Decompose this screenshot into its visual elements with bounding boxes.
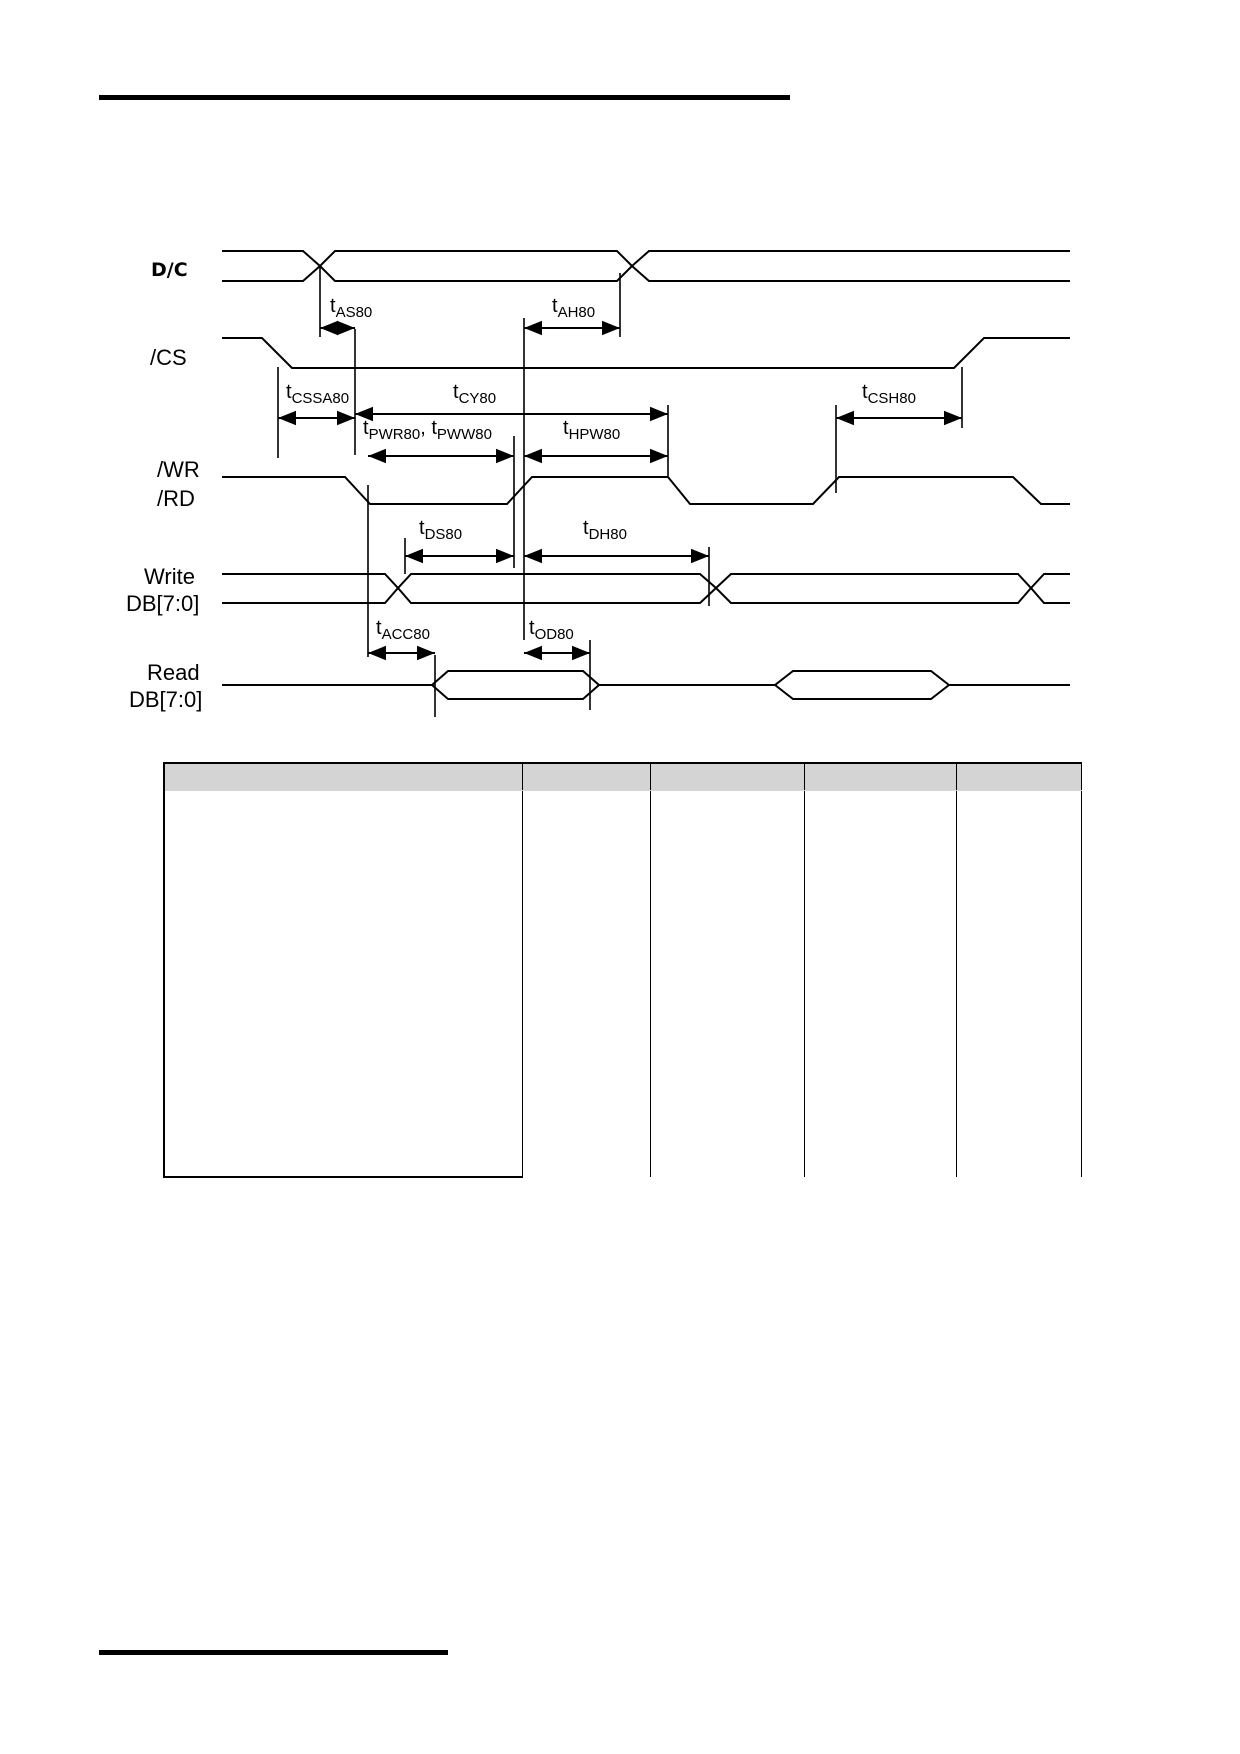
table-cell	[803, 1090, 957, 1147]
dc-waveform-top	[222, 250, 1070, 268]
table-cell	[649, 954, 805, 1091]
table-cell	[955, 954, 1082, 1091]
table-row	[163, 790, 1082, 955]
table-header-cell	[955, 762, 1082, 792]
timing-diagram: D/C /CS /WR /RD Write DB[7:0] Read DB[7:…	[126, 250, 1070, 717]
signal-label-wr: /WR	[157, 457, 200, 482]
timing-label-tdh80: tDH80	[583, 517, 627, 543]
write-db-waveform-bottom	[222, 586, 1070, 604]
timing-label-tpwr80-tpww80: tPWR80, tPWW80	[363, 417, 492, 443]
signal-label-read-db: DB[7:0]	[129, 687, 202, 712]
table-cell	[649, 1090, 805, 1147]
dc-waveform-bottom	[222, 264, 1070, 282]
table-cell	[803, 790, 957, 955]
table-cell	[163, 1090, 523, 1147]
read-db-waveform-bottom-2	[774, 684, 950, 700]
table-cell	[521, 1146, 651, 1177]
table-row	[163, 954, 1082, 1091]
read-db-waveform-top	[222, 670, 1070, 686]
read-db-waveform-bottom	[431, 684, 600, 700]
table-cell	[649, 1146, 805, 1177]
timing-label-tds80: tDS80	[419, 517, 462, 543]
footer-rule	[99, 1650, 448, 1655]
table-cell	[649, 790, 805, 955]
timing-label-tod80: tOD80	[529, 617, 574, 643]
table-row	[163, 1090, 1082, 1147]
header-rule	[99, 95, 790, 100]
table-cell	[803, 1146, 957, 1177]
timing-label-tah80: tAH80	[552, 295, 595, 321]
table-cell	[955, 790, 1082, 955]
table-cell	[163, 1146, 523, 1179]
table-header-cell	[649, 762, 805, 792]
table-cell	[955, 1146, 1082, 1177]
timing-label-tcsh80: tCSH80	[862, 381, 916, 407]
wr-rd-waveform	[222, 476, 1070, 505]
table-header-cell	[803, 762, 957, 792]
signal-label-dc: D/C	[151, 259, 188, 281]
timing-label-tacc80: tACC80	[376, 617, 430, 643]
table-cell	[163, 790, 523, 955]
table-cell	[521, 790, 651, 955]
write-db-waveform-top	[222, 573, 1070, 590]
table-cell	[803, 954, 957, 1091]
signal-label-cs: /CS	[150, 345, 187, 370]
table-cell	[163, 954, 523, 1091]
table-cell	[521, 1090, 651, 1147]
table-header-cell	[163, 762, 523, 792]
timing-parameter-table	[163, 762, 1082, 1179]
timing-label-tas80: tAS80	[330, 295, 372, 321]
table-row	[163, 1146, 1082, 1179]
table-cell	[955, 1090, 1082, 1147]
signal-label-write: Write	[144, 564, 195, 589]
timing-label-thpw80: tHPW80	[563, 417, 620, 443]
signal-label-write-db: DB[7:0]	[126, 591, 199, 616]
table-cell	[521, 954, 651, 1091]
signal-label-rd: /RD	[157, 486, 195, 511]
timing-label-tcy80: tCY80	[453, 381, 496, 407]
table-header-cell	[521, 762, 651, 792]
table-header-row	[163, 762, 1082, 792]
cs-waveform	[222, 337, 1070, 369]
timing-label-tcssa80: tCSSA80	[286, 381, 349, 407]
signal-label-read: Read	[147, 660, 200, 685]
